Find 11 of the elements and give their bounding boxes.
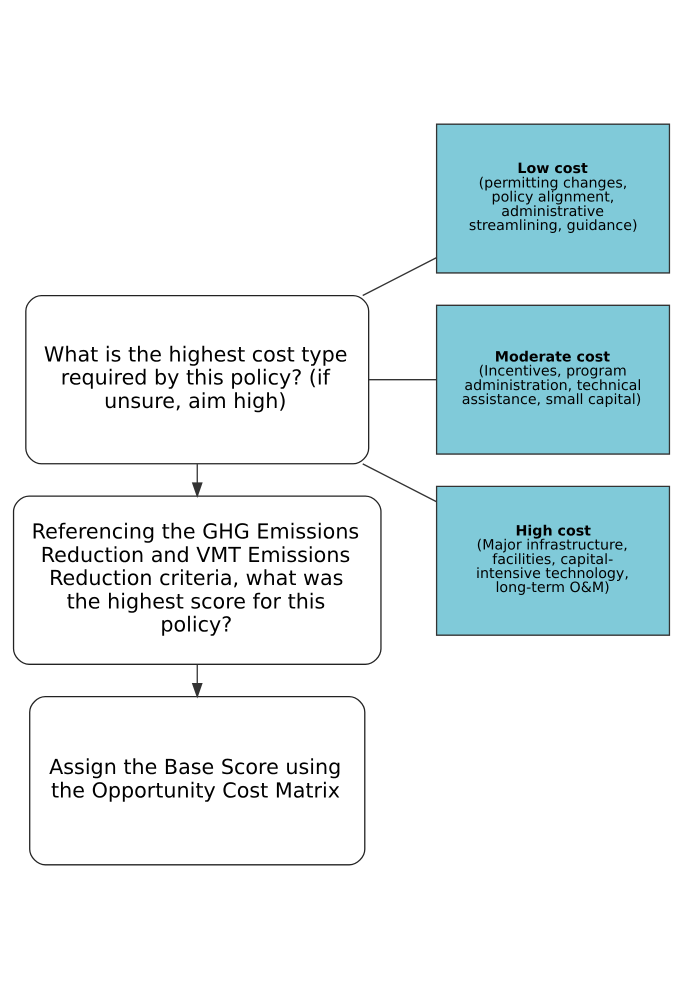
arrow — [192, 664, 203, 698]
connector — [368, 379, 436, 380]
node-box: High cost (Major infrastructure, facilities, capital-intensive technology, long-term O&M) — [436, 486, 670, 636]
node-box: Referencing the GHG Emissions Reduction and VMT Emissions Reduction criteria, what was the highest score for this policy? — [12, 495, 382, 665]
connector — [362, 257, 437, 296]
node-box: What is the highest cost type required by this policy? (if unsure, aim high) — [25, 294, 370, 464]
connector — [362, 463, 437, 502]
node-box: Moderate cost (Incentives, program administration, technical assistance, small capital) — [436, 304, 670, 455]
arrow — [192, 464, 203, 498]
node-box: Low cost (permitting changes, policy alignment, administrative streamlining, guidance) — [436, 124, 670, 274]
node-box: Assign the Base Score using the Opportunity Cost Matrix — [29, 696, 366, 866]
